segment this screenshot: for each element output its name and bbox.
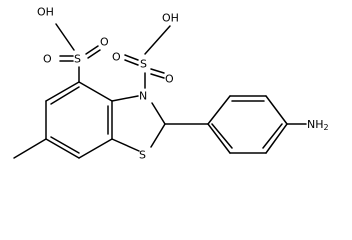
bond <box>207 95 231 125</box>
bonds <box>13 23 307 159</box>
bond <box>87 49 101 59</box>
bond <box>85 45 99 55</box>
bond <box>150 68 165 74</box>
bond <box>45 138 80 159</box>
atom-labels: OH S O O OH S O O N S NH2 <box>37 6 329 162</box>
oh-label: OH <box>162 12 179 25</box>
bond <box>55 23 75 51</box>
bond <box>262 123 283 149</box>
sulfur-label: S <box>140 58 147 71</box>
oh-label: OH <box>37 6 54 19</box>
bond <box>111 138 140 152</box>
amino-subscript: 2 <box>324 123 329 132</box>
oxygen-label: O <box>112 51 121 64</box>
nitrogen-label: N <box>139 90 147 103</box>
bond <box>144 25 171 55</box>
sulfur-label: S <box>74 53 81 66</box>
bond <box>78 138 113 159</box>
bond <box>45 81 80 102</box>
bond <box>150 123 166 148</box>
bond <box>50 86 80 105</box>
bond <box>150 73 165 79</box>
bond <box>13 138 47 159</box>
bond <box>151 102 166 125</box>
bond <box>265 123 288 154</box>
bond <box>265 95 288 125</box>
bond <box>78 81 113 102</box>
ring-sulfur-label: S <box>139 149 146 162</box>
oxygen-label: O <box>100 36 109 49</box>
oxygen-label: O <box>165 73 174 86</box>
oxygen-label: O <box>43 53 52 66</box>
bond <box>207 123 231 154</box>
bond <box>111 95 139 102</box>
structure-drawing: OH S O O OH S O O N S NH2 <box>13 6 329 162</box>
bond <box>50 136 80 154</box>
bond <box>124 59 139 66</box>
amino-label: NH2 <box>307 118 329 132</box>
amino-nh: NH <box>307 118 324 131</box>
bond <box>124 54 139 61</box>
bond <box>211 123 233 149</box>
